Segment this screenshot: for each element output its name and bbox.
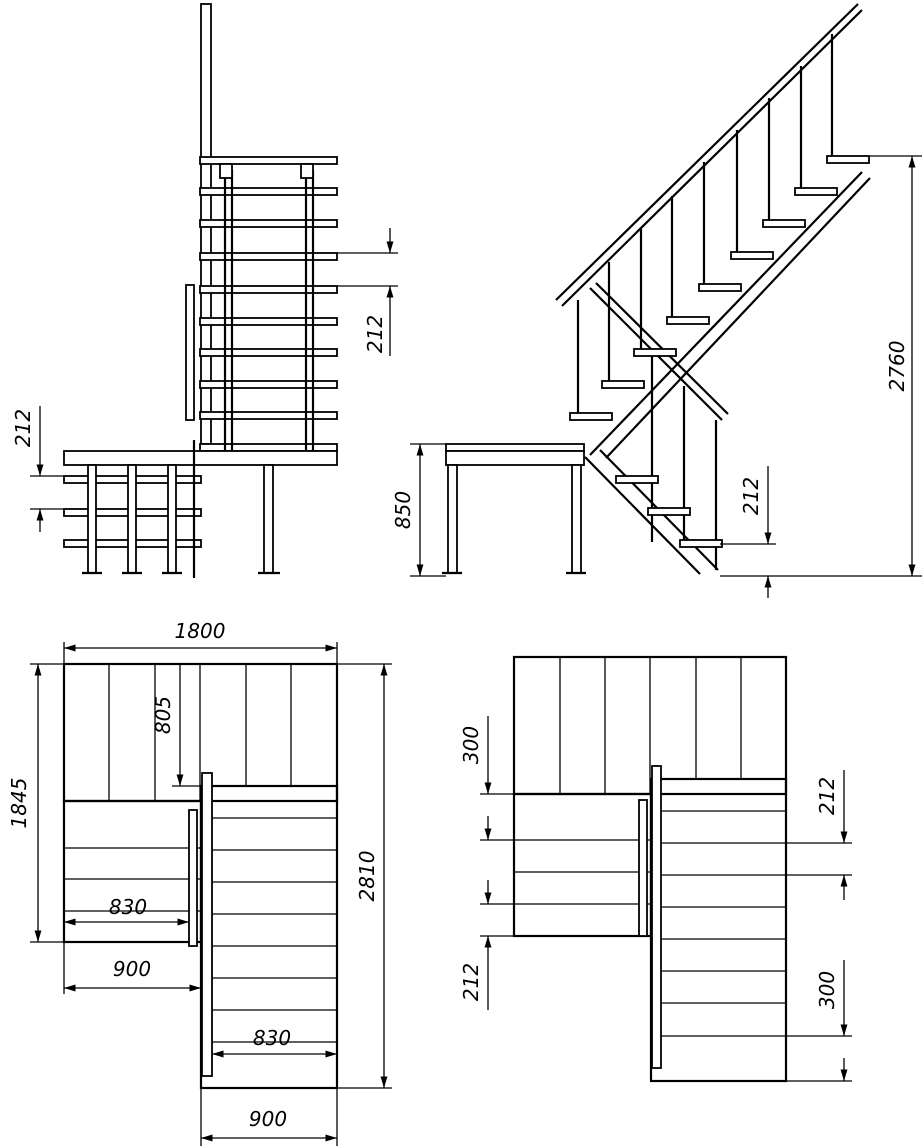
dim-flight-width-left: 900: [113, 957, 151, 981]
dim-platform-height: 850: [391, 491, 415, 529]
dim-total-height: 2760: [885, 341, 909, 392]
dim-left-depth: 1845: [7, 778, 31, 829]
plan-view-right: 300 212 212 300: [459, 655, 852, 1083]
dim-rise-lower-right: 212: [815, 777, 839, 815]
dim-landing-left: 300: [459, 726, 483, 764]
dim-flight-width-right: 900: [249, 1107, 287, 1131]
handrail-vertical: [185, 284, 195, 421]
landing-beam: [63, 450, 338, 466]
dim-total-depth: 2810: [355, 851, 379, 902]
dim-total-width: 1800: [175, 619, 226, 643]
dim-tread-width-left: 830: [109, 895, 147, 919]
upper-treads: [199, 156, 338, 452]
side-landing: [445, 443, 585, 452]
side-balusters: [576, 34, 834, 570]
dim-tread-width-right: 830: [253, 1026, 291, 1050]
side-elevation-view: 2760 850 212: [391, 3, 922, 598]
dim-rise-lower-left: 212: [459, 963, 483, 1001]
side-treads: [569, 155, 870, 548]
dim-rise-left: 212: [11, 409, 35, 447]
dim-rise-right: 212: [363, 315, 387, 353]
plan-view-left: 1800 1845 2810 805 830 900 830: [7, 619, 392, 1146]
dim-landing-right: 300: [815, 971, 839, 1009]
front-elevation-view: 212 212: [11, 3, 398, 578]
dim-landing-overhang: 805: [151, 696, 175, 734]
dim-side-rise: 212: [739, 477, 763, 515]
